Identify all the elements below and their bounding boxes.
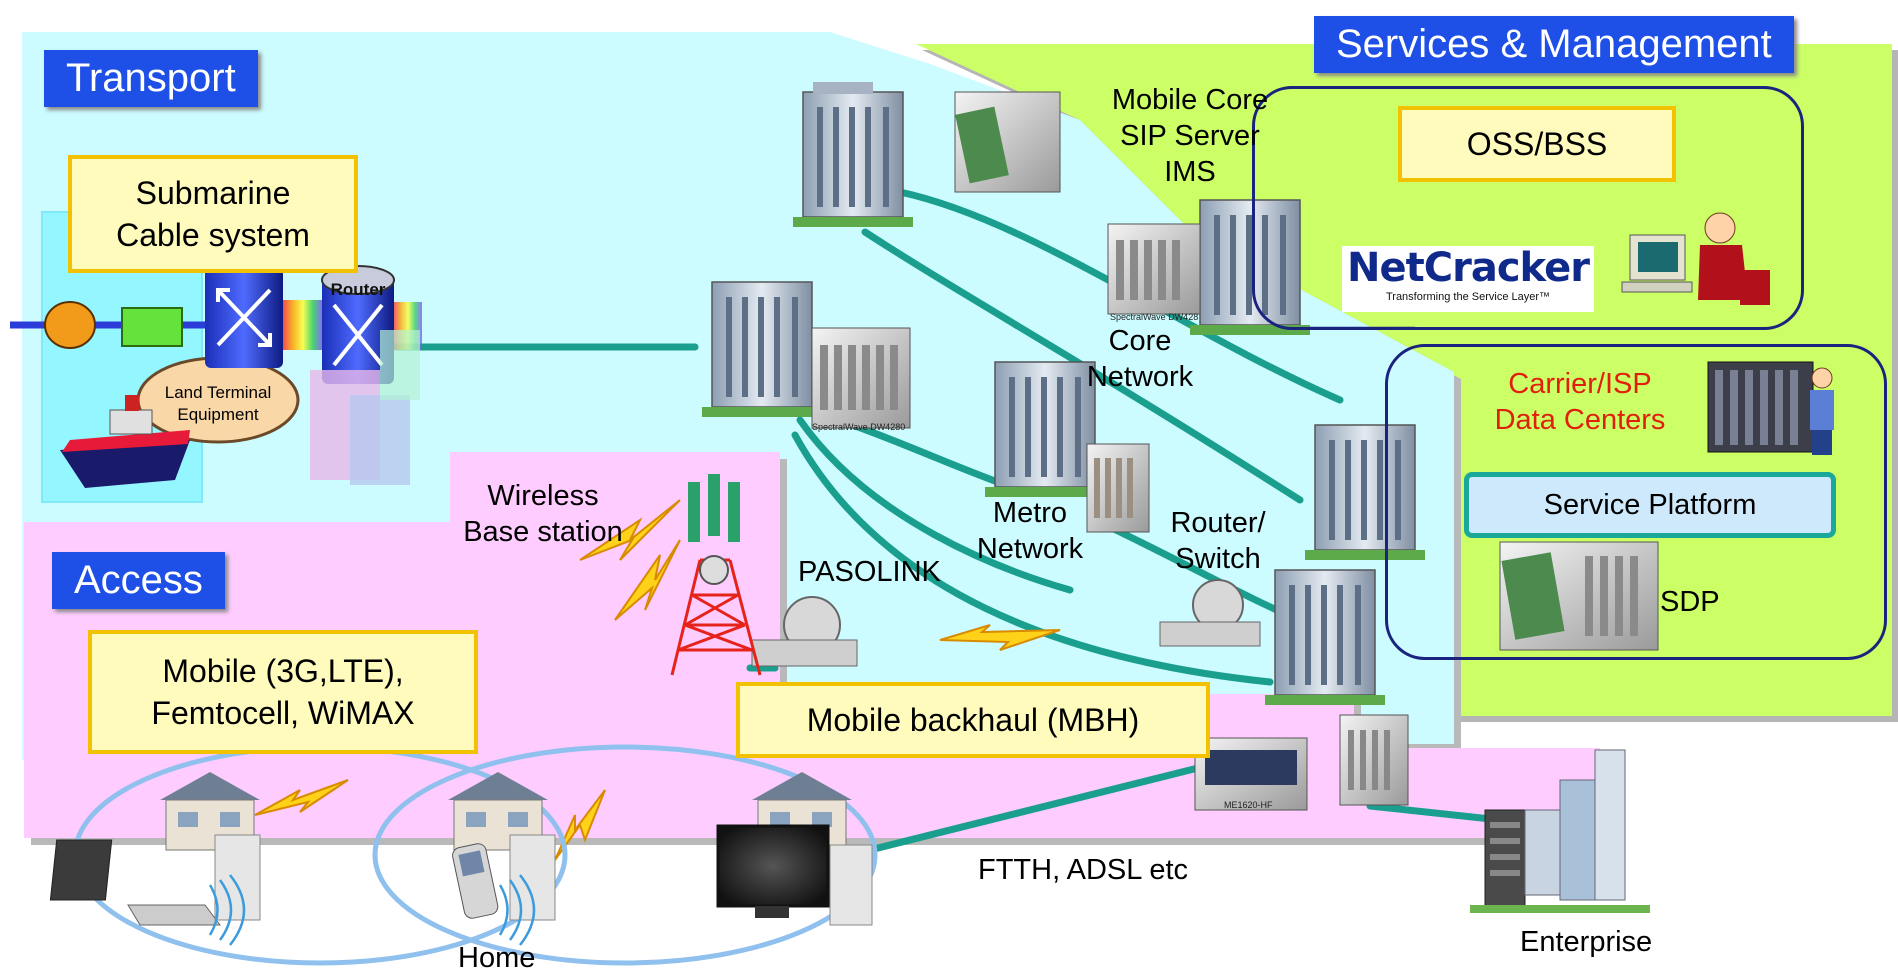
submarine-cable-box: Submarine Cable system xyxy=(68,155,358,273)
wireless-line-1: Wireless xyxy=(487,480,599,512)
enterprise-buildings-icon xyxy=(1470,749,1650,913)
core-network-line-1: Core xyxy=(1108,325,1172,357)
mobile-core-line-3: IMS xyxy=(1164,156,1216,188)
wifi-waves-icon xyxy=(208,874,536,946)
pasolink-radio-icon xyxy=(751,596,858,667)
land-terminal-label: Land Terminal Equipment xyxy=(148,382,288,426)
pasolink-radio-icon xyxy=(1159,579,1261,647)
access-zone-title: Access xyxy=(52,552,225,609)
sdp-rack-icon xyxy=(1499,541,1659,651)
tv-icon xyxy=(716,824,830,918)
router-icon xyxy=(321,265,395,384)
core-network-label: Core Network xyxy=(1070,323,1210,395)
femtocell-icon xyxy=(829,844,873,926)
router-badge: Router xyxy=(330,280,386,299)
mobile-core-line-1: Mobile Core xyxy=(1111,84,1269,116)
oss-region xyxy=(1252,86,1804,330)
router-switch-label: Router/ Switch xyxy=(1148,505,1288,577)
metro-line-2: Network xyxy=(976,533,1084,565)
transport-zone-title: Transport xyxy=(44,50,258,107)
spectralwave-caption-1: SpectralWave DW4280 xyxy=(812,422,906,432)
switch-rack-icon xyxy=(1086,443,1150,533)
spectralwave-rack-icon xyxy=(1107,223,1201,315)
access-rack-icon xyxy=(1339,714,1409,806)
operator-at-computer-icon xyxy=(1621,212,1770,305)
router-switch-line-2: Switch xyxy=(1175,543,1261,575)
wireless-link-bolts xyxy=(254,499,1061,861)
metro-network-label: Metro Network xyxy=(960,495,1100,567)
land-terminal-line-1: Land Terminal xyxy=(164,383,272,402)
submarine-line-1: Submarine xyxy=(135,175,291,211)
home-area-right xyxy=(372,744,878,966)
radio-tower-icon xyxy=(670,555,762,676)
transport-equipment-rack-icon xyxy=(954,91,1061,193)
branching-unit-icon xyxy=(121,307,183,347)
repeater-circle-icon xyxy=(44,301,96,349)
wireless-line-2: Base station xyxy=(463,516,623,548)
femtocell-icon xyxy=(509,834,556,921)
building-icon xyxy=(702,281,822,417)
mobile-access-box: Mobile (3G,LTE), Femtocell, WiMAX xyxy=(88,630,478,754)
data-center-server-icon xyxy=(1707,361,1814,453)
service-platform-box: Service Platform xyxy=(1464,472,1836,538)
carrier-line-2: Data Centers xyxy=(1494,404,1666,436)
ftth-label: FTTH, ADSL etc xyxy=(978,854,1189,886)
mbh-box: Mobile backhaul (MBH) xyxy=(736,682,1210,758)
me1620-caption: ME1620-HF xyxy=(1224,800,1273,810)
mobile-line-1: Mobile (3G,LTE), xyxy=(162,653,404,689)
optical-switch-icon xyxy=(205,268,283,368)
antenna-panels-icon xyxy=(688,474,740,542)
submarine-line-2: Cable system xyxy=(116,217,310,253)
building-icon xyxy=(1305,424,1425,560)
spectralwave-caption-2: SpectralWave DW428 xyxy=(1110,312,1199,322)
building-icon xyxy=(1190,199,1310,335)
metro-line-1: Metro xyxy=(992,497,1068,529)
mobile-core-label: Mobile Core SIP Server IMS xyxy=(1100,82,1280,190)
home-label: Home xyxy=(458,942,536,974)
data-center-region xyxy=(1385,344,1887,660)
ship-icon xyxy=(60,395,190,488)
femtocell-icon xyxy=(214,834,261,921)
netcracker-brand: NetCracker xyxy=(1347,245,1590,291)
house-icon xyxy=(160,772,260,851)
mobile-core-line-2: SIP Server xyxy=(1120,120,1260,152)
me1620-device-icon xyxy=(1194,737,1308,811)
land-terminal-line-2: Equipment xyxy=(177,405,259,424)
laptop-icon xyxy=(49,839,221,926)
pasolink-label: PASOLINK xyxy=(798,556,941,588)
carrier-line-1: Carrier/ISP xyxy=(1508,368,1652,400)
carrier-isp-label: Carrier/ISP Data Centers xyxy=(1490,366,1670,438)
oss-bss-box: OSS/BSS xyxy=(1398,106,1676,182)
enterprise-label: Enterprise xyxy=(1520,926,1653,958)
building-icon xyxy=(985,361,1105,497)
building-icon xyxy=(793,82,913,227)
netcracker-tagline: Transforming the Service Layer™ xyxy=(1385,291,1551,303)
mobile-line-2: Femtocell, WiMAX xyxy=(151,695,415,731)
building-icon xyxy=(1265,569,1385,705)
spectralwave-rack-icon xyxy=(811,327,911,429)
sdp-label: SDP xyxy=(1660,586,1720,618)
core-network-line-2: Network xyxy=(1086,361,1194,393)
services-zone-title: Services & Management xyxy=(1314,16,1794,73)
mobile-phone-icon xyxy=(452,843,499,919)
netcracker-logo: NetCracker Transforming the Service Laye… xyxy=(1342,246,1594,312)
technician-icon xyxy=(1810,367,1834,455)
wireless-base-station-label: Wireless Base station xyxy=(448,478,638,550)
router-switch-line-1: Router/ xyxy=(1170,507,1266,539)
